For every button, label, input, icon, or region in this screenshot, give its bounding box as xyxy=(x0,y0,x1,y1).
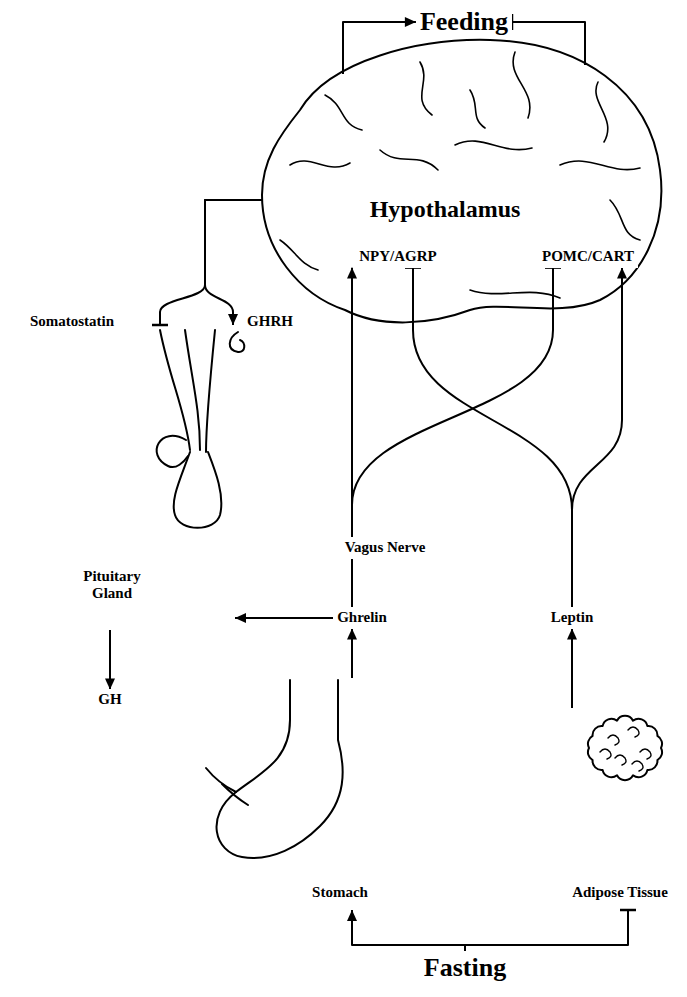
tissue: Adipose Tissue xyxy=(560,708,682,910)
connector-line xyxy=(572,268,622,608)
arrow-head xyxy=(347,629,357,640)
arrow-head xyxy=(567,629,577,640)
neuron-group: POMC/CART xyxy=(538,246,638,267)
state-label: Fasting xyxy=(420,951,510,985)
illustration xyxy=(200,678,400,910)
connector xyxy=(567,629,577,708)
node-text: Adipose Tissue xyxy=(571,884,669,901)
illustration xyxy=(560,708,682,910)
node-text: Stomach xyxy=(311,884,369,901)
node-text: POMC/CART xyxy=(542,248,634,265)
inhibition-bar xyxy=(620,909,636,912)
behaviour-label: Feeding xyxy=(416,5,512,39)
nerve-label: Vagus Nerve xyxy=(341,537,430,558)
arrow-head xyxy=(235,613,246,623)
connector xyxy=(352,559,353,608)
brain-region: HypothalamusNPY/AGRP POMC/CART xyxy=(255,35,665,330)
node-text: Feeding xyxy=(420,7,508,37)
node-text: GH xyxy=(98,691,121,708)
connector xyxy=(405,268,572,608)
connector-line xyxy=(205,200,263,325)
connector xyxy=(347,629,357,678)
arrow-head xyxy=(105,678,115,689)
node-text: Fasting xyxy=(424,953,506,983)
hormone-label: Leptin xyxy=(547,607,598,628)
hormone-label: GH xyxy=(94,689,125,710)
edge-label: Somatostatin xyxy=(28,313,116,330)
connector-line xyxy=(235,617,333,619)
inhibition-bar xyxy=(152,324,168,327)
arrow-head xyxy=(347,268,357,279)
hormone-label: Ghrelin xyxy=(333,607,391,628)
connector-line xyxy=(351,559,353,608)
connector-line xyxy=(465,910,628,951)
organ: Stomach xyxy=(200,678,400,910)
arrow-head xyxy=(228,314,238,325)
node-text: Leptin xyxy=(551,609,594,626)
connector xyxy=(235,613,333,623)
node-text: Pituitary Gland xyxy=(71,568,153,603)
connector-line xyxy=(571,629,573,708)
connector xyxy=(572,268,627,608)
neuron-group: NPY/AGRP xyxy=(355,246,441,267)
edge-label: GHRH xyxy=(245,313,295,330)
connector-line xyxy=(352,910,465,951)
connector xyxy=(347,910,465,951)
node-text: Hypothalamus xyxy=(369,196,522,224)
arrow-head xyxy=(405,17,416,27)
node-text: NPY/AGRP xyxy=(359,248,437,265)
illustration xyxy=(255,35,665,330)
gland: Pituitary Gland xyxy=(70,325,235,630)
connector xyxy=(205,200,263,325)
connector xyxy=(152,200,263,325)
connector xyxy=(465,910,636,951)
arrow-head xyxy=(617,268,627,279)
node-text: Vagus Nerve xyxy=(345,539,426,556)
connector xyxy=(105,630,115,689)
arrow-head xyxy=(347,910,357,921)
node-text: Ghrelin xyxy=(337,609,387,626)
connector-line xyxy=(160,200,263,325)
